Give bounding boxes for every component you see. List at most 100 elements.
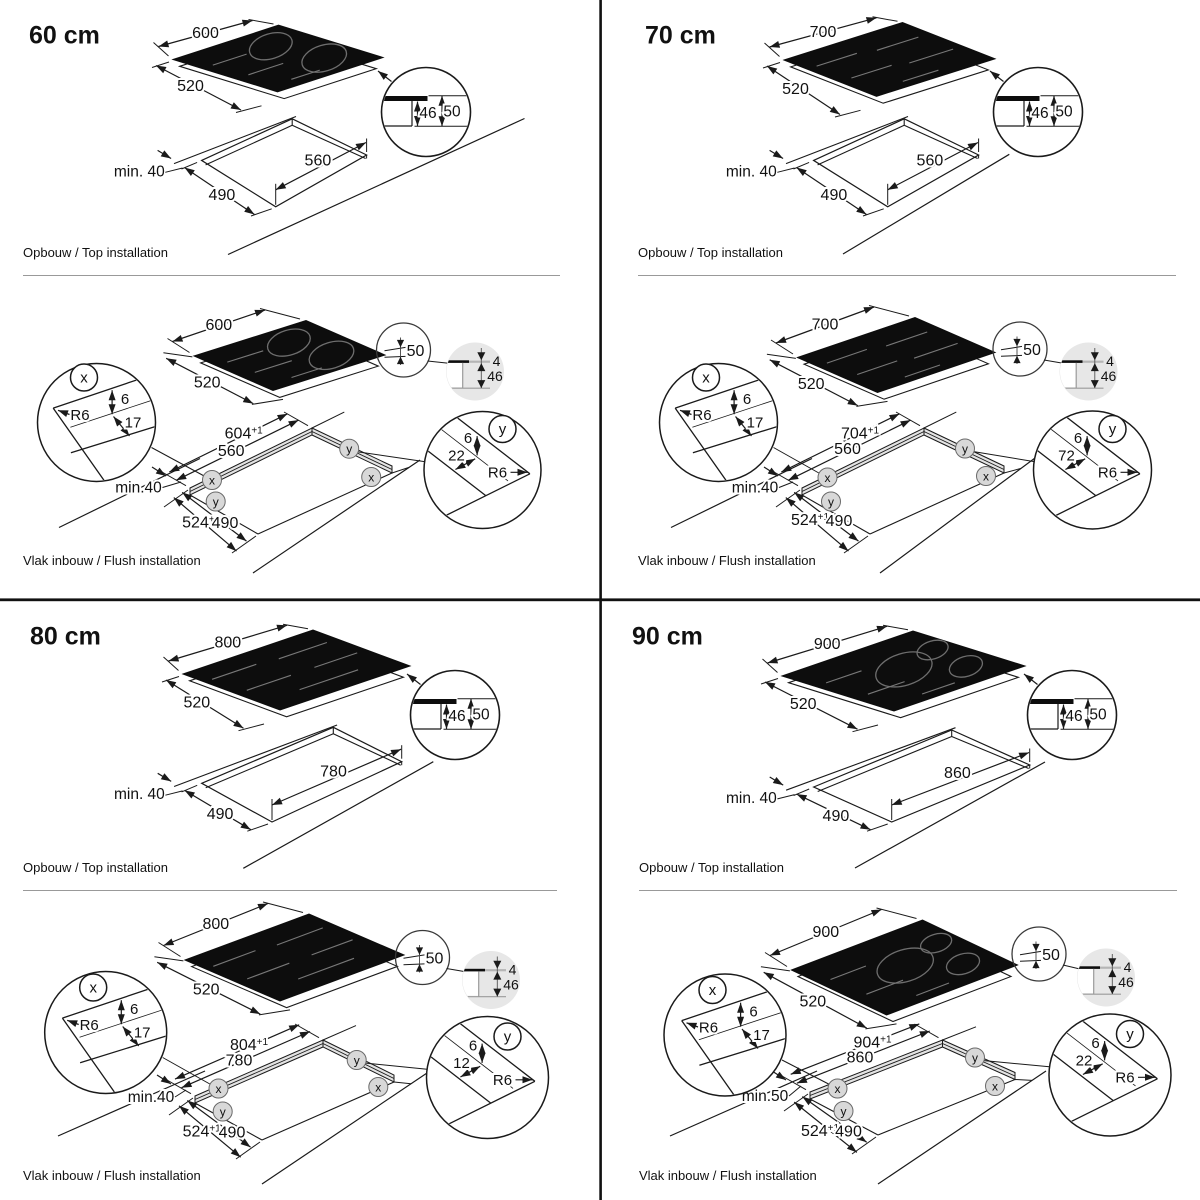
svg-text:Opbouw / Top installation: Opbouw / Top installation	[638, 245, 783, 260]
svg-text:y: y	[220, 1105, 226, 1119]
svg-text:R6: R6	[70, 407, 89, 424]
svg-text:Opbouw / Top installation: Opbouw / Top installation	[23, 245, 168, 260]
svg-text:50: 50	[1023, 342, 1041, 359]
svg-text:490: 490	[209, 187, 236, 204]
svg-text:780: 780	[320, 764, 347, 781]
svg-text:min. 40: min. 40	[726, 790, 777, 807]
svg-text:780: 780	[226, 1053, 253, 1070]
svg-text:17: 17	[753, 1027, 770, 1044]
svg-text:Vlak inbouw / Flush installati: Vlak inbouw / Flush installation	[638, 553, 816, 568]
svg-text:50: 50	[1055, 104, 1073, 121]
svg-text:90 cm: 90 cm	[632, 623, 703, 651]
svg-text:50: 50	[1089, 707, 1107, 724]
svg-text:Vlak inbouw / Flush installati: Vlak inbouw / Flush installation	[639, 1168, 817, 1183]
svg-text:860: 860	[847, 1050, 874, 1067]
svg-text:y: y	[504, 1029, 512, 1046]
svg-text:R6: R6	[699, 1020, 718, 1037]
svg-text:x: x	[375, 1081, 381, 1095]
svg-text:12: 12	[453, 1055, 470, 1072]
svg-text:490: 490	[212, 515, 239, 532]
svg-text:4: 4	[1124, 959, 1132, 975]
svg-text:min.50: min.50	[742, 1088, 789, 1105]
svg-text:50: 50	[443, 104, 461, 121]
svg-text:6: 6	[743, 391, 751, 408]
svg-text:520: 520	[193, 982, 220, 999]
svg-text:17: 17	[125, 415, 142, 432]
svg-text:6: 6	[1091, 1035, 1099, 1052]
svg-text:46: 46	[419, 105, 436, 122]
svg-text:4: 4	[1106, 353, 1114, 369]
svg-text:6: 6	[130, 1001, 138, 1018]
svg-text:560: 560	[218, 443, 245, 460]
svg-text:560: 560	[917, 153, 944, 170]
svg-text:y: y	[499, 421, 507, 438]
svg-text:700: 700	[810, 24, 837, 41]
svg-text:min.40: min.40	[128, 1089, 175, 1106]
svg-text:y: y	[346, 442, 352, 456]
svg-text:x: x	[368, 471, 374, 485]
svg-text:4: 4	[509, 962, 517, 978]
svg-text:900: 900	[812, 924, 839, 941]
svg-text:x: x	[992, 1080, 998, 1094]
svg-text:520: 520	[782, 81, 809, 98]
svg-text:900: 900	[814, 636, 841, 653]
svg-text:46: 46	[1031, 105, 1048, 122]
svg-text:520: 520	[799, 994, 826, 1011]
svg-text:50: 50	[426, 951, 444, 968]
svg-text:6: 6	[749, 1004, 757, 1021]
svg-text:800: 800	[202, 916, 229, 933]
svg-text:50: 50	[472, 707, 490, 724]
svg-text:46: 46	[1101, 368, 1117, 384]
svg-text:R6: R6	[692, 407, 711, 424]
svg-text:R6: R6	[488, 465, 507, 482]
svg-text:800: 800	[214, 635, 241, 652]
svg-text:520: 520	[177, 78, 204, 95]
svg-text:4: 4	[493, 353, 501, 369]
svg-text:46: 46	[1065, 708, 1082, 725]
svg-text:72: 72	[1058, 448, 1075, 465]
svg-text:y: y	[972, 1051, 978, 1065]
svg-text:22: 22	[448, 448, 465, 465]
svg-text:min. 40: min. 40	[114, 163, 165, 180]
svg-text:490: 490	[219, 1125, 246, 1142]
svg-text:6: 6	[469, 1038, 477, 1055]
svg-text:min. 40: min. 40	[726, 163, 777, 180]
svg-text:min. 40: min. 40	[114, 786, 165, 803]
svg-text:6: 6	[121, 391, 129, 408]
svg-text:700: 700	[812, 317, 839, 334]
svg-text:Opbouw / Top installation: Opbouw / Top installation	[639, 860, 784, 875]
svg-text:490: 490	[207, 806, 234, 823]
svg-text:R6: R6	[1115, 1070, 1134, 1087]
svg-text:46: 46	[503, 977, 519, 993]
svg-text:y: y	[1109, 421, 1117, 438]
svg-text:50: 50	[1042, 947, 1060, 964]
svg-text:46: 46	[448, 708, 465, 725]
svg-text:y: y	[841, 1105, 847, 1119]
svg-text:y: y	[828, 495, 834, 509]
svg-text:Vlak inbouw / Flush installati: Vlak inbouw / Flush installation	[23, 1168, 201, 1183]
svg-text:y: y	[354, 1054, 360, 1068]
svg-text:490: 490	[821, 187, 848, 204]
svg-text:6: 6	[464, 430, 472, 447]
svg-text:x: x	[216, 1082, 222, 1096]
svg-text:520: 520	[183, 695, 210, 712]
svg-text:560: 560	[834, 441, 861, 458]
svg-text:46: 46	[1118, 974, 1134, 990]
svg-text:520: 520	[194, 375, 221, 392]
svg-text:y: y	[213, 495, 219, 509]
svg-text:80 cm: 80 cm	[30, 623, 101, 651]
svg-text:17: 17	[134, 1025, 151, 1042]
svg-text:520: 520	[790, 696, 817, 713]
svg-text:490: 490	[826, 513, 853, 530]
svg-text:x: x	[702, 370, 710, 387]
svg-text:860: 860	[944, 765, 971, 782]
svg-text:x: x	[983, 470, 989, 484]
svg-text:x: x	[709, 982, 717, 999]
svg-text:y: y	[962, 442, 968, 456]
svg-text:R6: R6	[1098, 465, 1117, 482]
svg-text:22: 22	[1076, 1053, 1093, 1070]
svg-text:R6: R6	[80, 1017, 99, 1034]
svg-text:6: 6	[1074, 430, 1082, 447]
svg-text:490: 490	[823, 808, 850, 825]
svg-text:y: y	[1126, 1026, 1134, 1043]
